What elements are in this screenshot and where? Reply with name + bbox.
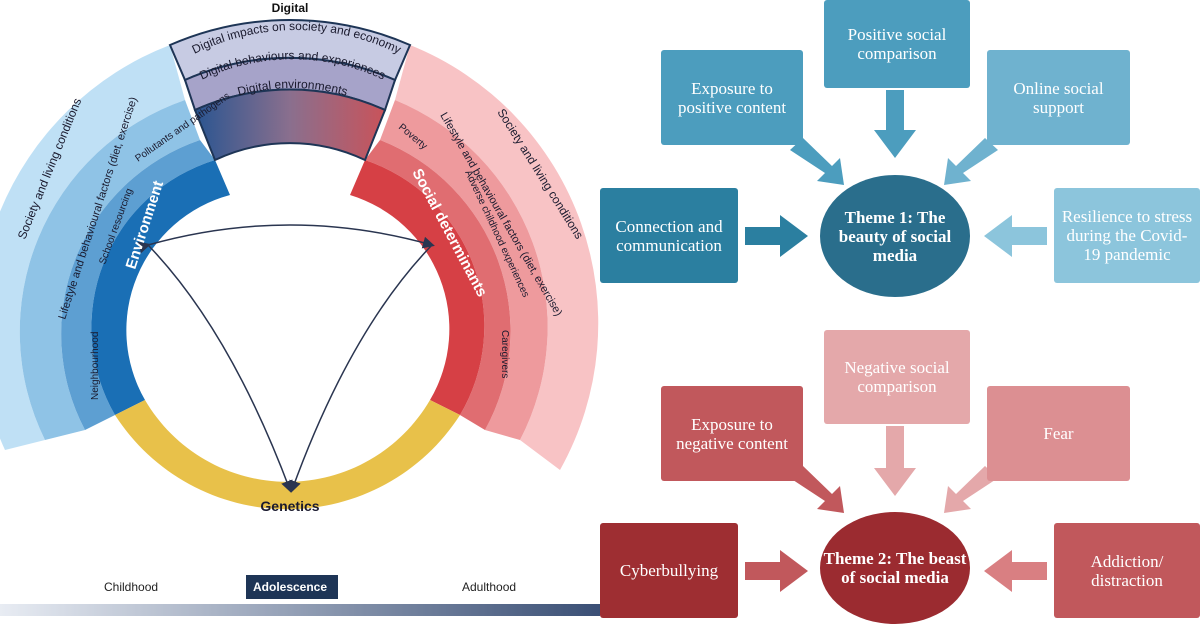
- timeline-bar: [0, 604, 600, 616]
- theme2-circle: Theme 2: The beast of social media: [820, 512, 970, 624]
- t2-arrow-top: [874, 426, 916, 496]
- t2-left-box: Cyberbullying: [600, 523, 738, 618]
- t2-top-box: Negative social comparison: [824, 330, 970, 424]
- social-inner-label-3: Caregivers: [499, 330, 510, 378]
- social-inner-ring: [365, 140, 511, 430]
- social-media-themes: Positive social comparison Exposure to p…: [600, 0, 1200, 628]
- env-inner-ring: [61, 140, 216, 430]
- genetics-label: Genetics: [260, 498, 319, 514]
- t1-top-box: Positive social comparison: [824, 0, 970, 88]
- t1-arrow-left: [745, 215, 808, 257]
- arrow-env-social: [137, 224, 435, 254]
- social-outer-ring: [395, 45, 599, 470]
- environment-band: [91, 160, 230, 415]
- stage-childhood: Childhood: [104, 580, 159, 594]
- digital-band-inner: [193, 88, 387, 162]
- t2-arrow-top-right: [944, 466, 998, 513]
- arrow-env-genetics: [147, 244, 293, 493]
- t2-arrow-top-left: [790, 466, 844, 513]
- t2-top-left-box: Exposure to negative content: [661, 386, 803, 481]
- social-middle-ring: [380, 100, 548, 440]
- adolescence-highlight: [246, 575, 338, 599]
- env-middle-ring: [19, 100, 200, 440]
- t1-top-left-box: Exposure to positive content: [661, 50, 803, 145]
- social-band: [350, 160, 485, 415]
- arrow-social-genetics: [289, 244, 433, 493]
- t2-arrow-right: [984, 550, 1047, 592]
- env-inner-label-3: Neighbourhood: [90, 332, 101, 400]
- t2-arrow-left: [745, 550, 808, 592]
- t1-right-box: Resilience to stress during the Covid-19…: [1054, 188, 1200, 283]
- t2-top-right-box: Fear: [987, 386, 1130, 481]
- digital-determinants-diagram: Digital impacts on society and economy D…: [0, 0, 600, 628]
- theme1-circle: Theme 1: The beauty of social media: [820, 175, 970, 297]
- env-outer-ring: [0, 45, 185, 450]
- genetics-band: [115, 400, 460, 510]
- t1-left-box: Connection and communication: [600, 188, 738, 283]
- t2-right-box: Addiction/ distraction: [1054, 523, 1200, 618]
- t1-arrow-top-left: [790, 138, 844, 185]
- stage-adolescence: Adolescence: [253, 580, 328, 594]
- circular-diagram-svg: Digital impacts on society and economy D…: [0, 1, 600, 616]
- theme-arrows: [745, 90, 1047, 592]
- digital-title: Digital: [272, 1, 309, 15]
- t1-arrow-right: [984, 215, 1047, 257]
- t1-arrow-top-right: [944, 138, 998, 185]
- t1-arrow-top: [874, 90, 916, 158]
- stage-adulthood: Adulthood: [462, 580, 517, 594]
- t1-top-right-box: Online social support: [987, 50, 1130, 145]
